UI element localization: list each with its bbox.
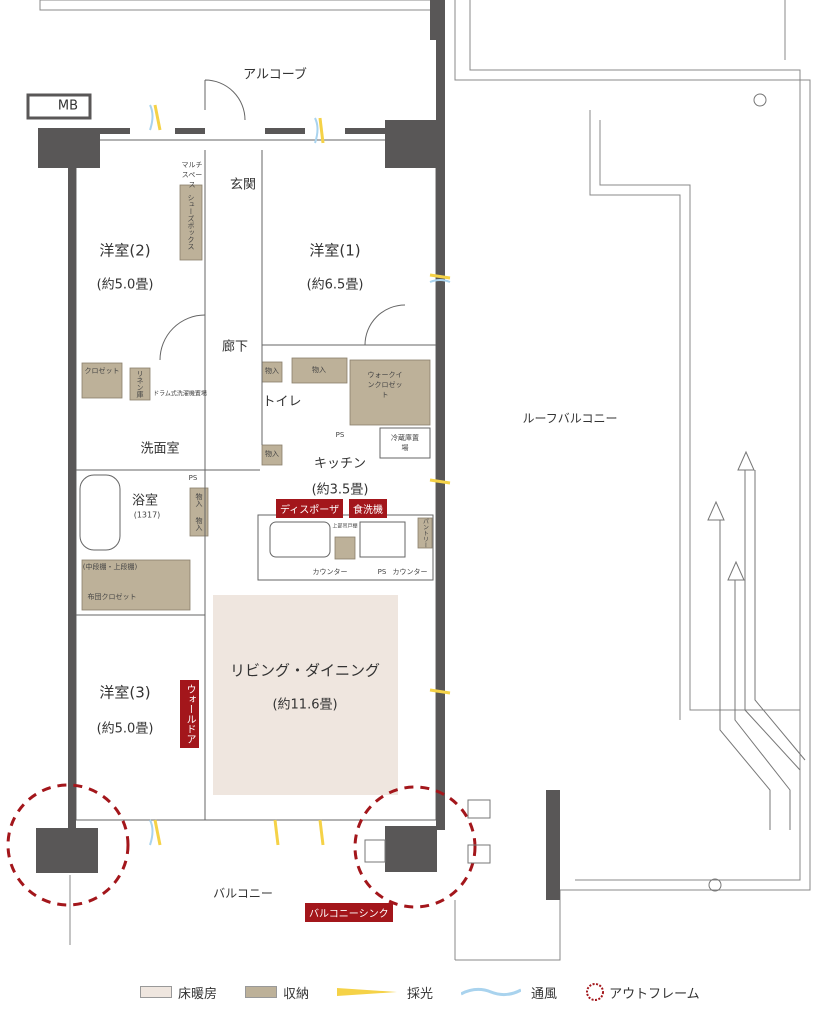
storage-label-4: 物入 — [195, 493, 203, 507]
room3-label: 洋室(3) — [99, 683, 151, 702]
daylight-ventilation-marks — [149, 104, 451, 846]
kitchen-label: キッチン — [313, 456, 367, 472]
storage-areas — [81, 184, 433, 611]
futon-closet-label: 布団クロゼット — [87, 593, 137, 601]
daylight-icon — [337, 988, 398, 996]
legend-floor-heating: 床暖房 — [140, 983, 217, 1002]
legend-storage: 収納 — [245, 983, 309, 1002]
storage-swatch — [245, 986, 278, 998]
wall-door-tag: ウォールドア — [180, 680, 199, 748]
counter-label-1: カウンター — [312, 568, 348, 576]
bath-label: 浴室 — [131, 493, 159, 509]
shoebox-label: シューズボックス — [187, 194, 195, 250]
balcony-label: バルコニー — [213, 886, 273, 901]
balcony-sink-tag: バルコニーシンク — [305, 903, 393, 922]
ps-label-3: PS — [377, 568, 387, 576]
room2-label: 洋室(2) — [99, 241, 151, 260]
room3-size: (約5.0畳) — [96, 721, 154, 737]
legend-daylight: 採光 — [337, 983, 433, 1002]
walkin-closet-label: ウォークインクロゼット — [367, 371, 403, 399]
legend: 床暖房 収納 採光 通風 アウトフレーム — [140, 982, 728, 1002]
living-floor-heating — [213, 595, 398, 795]
storage-label-2: 物入 — [312, 366, 326, 374]
disposer-tag: ディスポーザ — [276, 499, 344, 518]
living-dining-size: (約11.6畳) — [272, 697, 338, 713]
mb-box — [26, 93, 92, 120]
entrance-label: 玄関 — [229, 177, 257, 193]
outframe-circles — [6, 783, 477, 909]
room2-size: (約5.0畳) — [96, 277, 154, 293]
ventilation-icon — [461, 987, 522, 997]
alcove-label: アルコーブ — [243, 67, 307, 83]
toilet-label: トイレ — [262, 394, 302, 410]
roof-balcony-label: ルーフバルコニー — [522, 411, 618, 426]
living-dining-label: リビング・ダイニング — [229, 661, 381, 680]
counter-label-2: カウンター — [392, 568, 428, 576]
legend-ventilation: 通風 — [461, 983, 557, 1002]
bath-size: (1317) — [133, 510, 161, 520]
fridge-label: 冷蔵庫置場 — [391, 434, 419, 452]
linen-label: リネン庫 — [136, 370, 144, 398]
washroom-label: 洗面室 — [140, 441, 180, 457]
storage-label-1: 物入 — [265, 367, 279, 375]
outframe-circle-icon — [586, 983, 605, 1001]
structural-walls — [36, 0, 560, 900]
floor-heating-swatch — [140, 986, 172, 998]
room1-size: (約6.5畳) — [306, 277, 364, 293]
room1-label: 洋室(1) — [309, 241, 361, 260]
hallway-label: 廊下 — [221, 339, 249, 355]
ps-label-2: PS — [188, 474, 198, 482]
closet-label: クロゼット — [84, 367, 120, 375]
storage-label-5: 物入 — [195, 517, 203, 531]
washer-label: ドラム式洗濯機置場 — [153, 390, 207, 398]
shelves-label: (中段棚・上段棚) — [82, 563, 138, 571]
dishwasher-tag: 食洗機 — [349, 499, 387, 518]
drain-lines — [707, 93, 806, 892]
storage-label-3: 物入 — [265, 450, 279, 458]
kitchen-size: (約3.5畳) — [311, 482, 369, 498]
legend-outframe: アウトフレーム — [585, 982, 700, 1002]
mb-label: MB — [57, 98, 79, 114]
balcony-fixtures — [364, 799, 491, 864]
pantry-label: パントリー — [421, 518, 429, 548]
multi-space-label: マルチスペース — [181, 161, 203, 189]
ps-label-1: PS — [335, 431, 345, 439]
upper-cabinet-label: 上部吊戸棚 — [332, 523, 358, 530]
